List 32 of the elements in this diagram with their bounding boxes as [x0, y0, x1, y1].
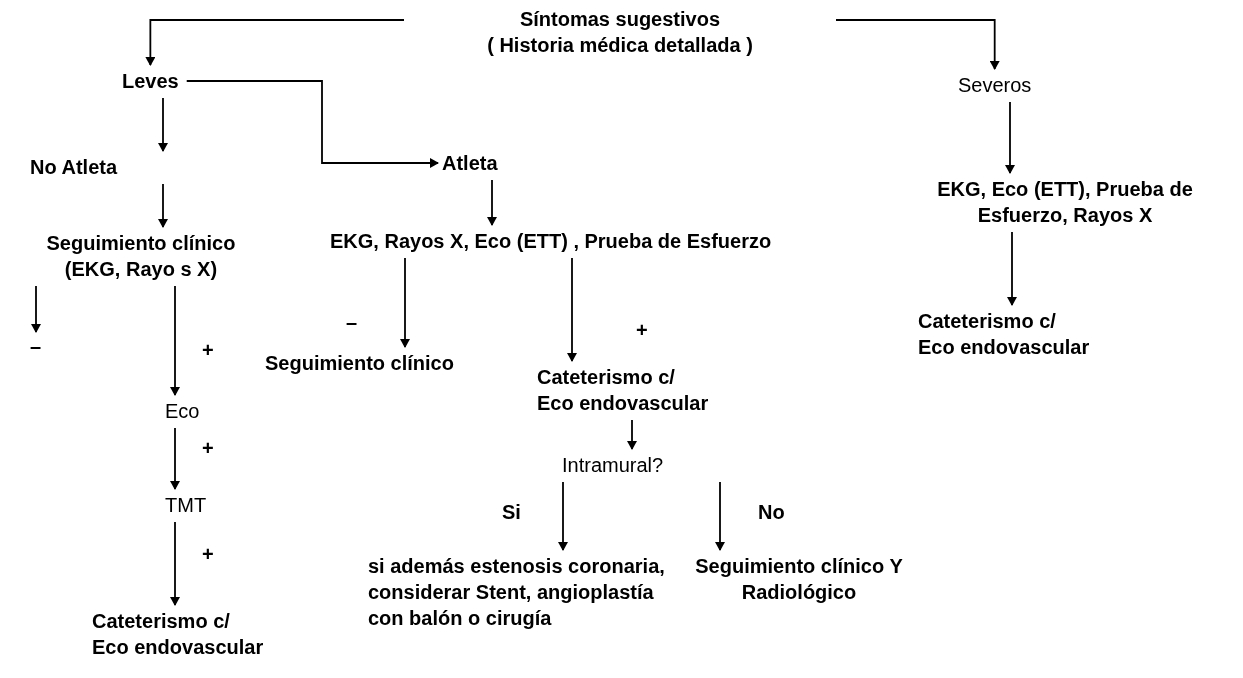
arrow	[31, 285, 41, 333]
arrow	[170, 427, 180, 490]
arrow	[487, 179, 497, 226]
arrow	[1007, 231, 1017, 306]
flow-text: Intramural?	[562, 452, 664, 478]
flow-text: Atleta	[442, 150, 498, 176]
arrow	[1005, 101, 1015, 174]
arrow	[835, 19, 1000, 70]
arrow	[400, 257, 410, 348]
flow-text: Seguimiento clínico (EKG, Rayo s X)	[6, 230, 276, 282]
flow-text: EKG, Eco (ETT), Prueba de Esfuerzo, Rayos X	[905, 176, 1225, 228]
arrow	[145, 19, 405, 66]
flow-text: Cateterismo c/ Eco endovascular	[92, 608, 272, 660]
arrow	[170, 285, 180, 396]
arrow	[185, 80, 439, 168]
flow-text: EKG, Rayos X, Eco (ETT) , Prueba de Esfuerzo	[330, 228, 800, 254]
arrow	[627, 419, 637, 450]
flow-text: No Atleta	[30, 154, 118, 180]
arrow	[158, 183, 168, 228]
flow-text: TMT	[165, 492, 207, 518]
arrow	[715, 481, 725, 551]
flow-text: Síntomas sugestivos ( Historia médica detallada )	[400, 6, 840, 58]
arrow	[158, 97, 168, 152]
arrow	[567, 257, 577, 362]
flow-text: Cateterismo c/ Eco endovascular	[537, 364, 717, 416]
arrow	[558, 481, 568, 551]
flow-text: Eco	[165, 398, 200, 424]
flow-text: Leves	[122, 68, 179, 94]
flow-text: Severos	[958, 72, 1032, 98]
arrow	[170, 521, 180, 606]
flow-text: Seguimiento clínico	[265, 350, 454, 376]
flow-text: Cateterismo c/ Eco endovascular	[918, 308, 1098, 360]
